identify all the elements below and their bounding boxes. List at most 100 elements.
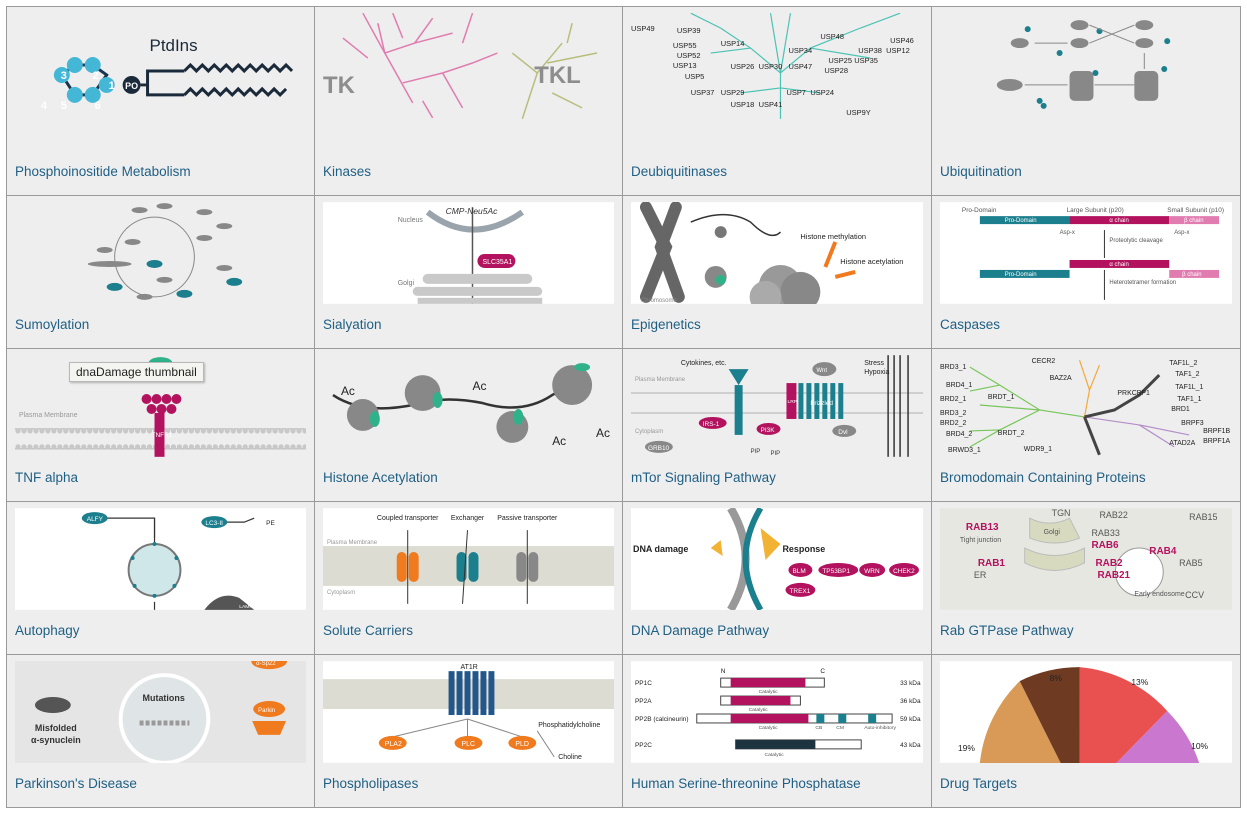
svg-text:Ac: Ac xyxy=(552,434,566,448)
card-sumoylation[interactable]: Sumoylation xyxy=(7,196,315,349)
card-label[interactable]: Epigenetics xyxy=(631,317,701,332)
svg-text:RAB5: RAB5 xyxy=(1179,558,1202,568)
thumbnail-phosphatase: PP1C PP2A PP2B (calcineurin) PP2C N C 33… xyxy=(631,661,923,763)
svg-text:TP53BP1: TP53BP1 xyxy=(822,568,850,575)
svg-text:USP14: USP14 xyxy=(721,39,745,48)
svg-text:USP7: USP7 xyxy=(786,88,806,97)
svg-text:Wnt: Wnt xyxy=(816,368,827,374)
svg-text:Cytoplasm: Cytoplasm xyxy=(327,590,355,596)
svg-text:PIP: PIP xyxy=(751,449,761,455)
card-label[interactable]: Deubiquitinases xyxy=(631,164,728,179)
pie-slice xyxy=(1116,711,1200,763)
card-tnf-alpha[interactable]: Plasma Membrane TNFR1 dnaDamage thumbnai… xyxy=(7,349,315,502)
card-label[interactable]: Autophagy xyxy=(15,623,80,638)
svg-text:USP52: USP52 xyxy=(677,51,701,60)
card-label[interactable]: Phosphoinositide Metabolism xyxy=(15,164,191,179)
svg-text:Histone methylation: Histone methylation xyxy=(800,232,866,241)
card-bromodomain[interactable]: BRD3_1 CECR2 BAZ2A TAF1L_2 TAF1_2 BRD4_1… xyxy=(932,349,1241,502)
svg-text:Cytoplasm: Cytoplasm xyxy=(635,429,663,435)
svg-text:LC3-II: LC3-II xyxy=(205,520,223,527)
card-label[interactable]: Human Serine-threonine Phosphatase xyxy=(631,776,861,791)
svg-text:BRPF1B: BRPF1B xyxy=(1203,428,1230,435)
card-label[interactable]: mTor Signaling Pathway xyxy=(631,470,776,485)
svg-text:PP1C: PP1C xyxy=(635,680,652,687)
svg-text:Proteolytic cleavage: Proteolytic cleavage xyxy=(1109,238,1163,244)
svg-text:USP41: USP41 xyxy=(759,100,783,109)
svg-text:Frizzled: Frizzled xyxy=(810,400,833,407)
svg-text:Small Subunit (p10): Small Subunit (p10) xyxy=(1167,207,1224,214)
card-dna-damage[interactable]: DNA damage Response BLM TP53BP1 WRN CHEK… xyxy=(623,502,932,655)
svg-text:TNFR1: TNFR1 xyxy=(152,432,173,439)
pie-slice xyxy=(1079,667,1168,763)
card-label[interactable]: Caspases xyxy=(940,317,1001,332)
card-label[interactable]: Kinases xyxy=(323,164,372,179)
card-drug-targets[interactable]: 8% 13% 19% 10% Drug Targets xyxy=(932,655,1241,808)
card-autophagy[interactable]: ALFY LC3-II PE LAMP Autophagy xyxy=(7,502,315,655)
card-label[interactable]: Rab GTPase Pathway xyxy=(940,623,1074,638)
svg-text:TAF1_2: TAF1_2 xyxy=(1175,371,1199,378)
svg-text:Auto-inhibitory: Auto-inhibitory xyxy=(864,725,896,731)
svg-text:PP2B (calcineurin): PP2B (calcineurin) xyxy=(635,716,689,723)
card-parkinsons[interactable]: Misfolded α-synuclein Mutations Parkin α… xyxy=(7,655,315,808)
svg-text:Golgi: Golgi xyxy=(398,280,415,287)
svg-text:BRPF1A: BRPF1A xyxy=(1203,438,1230,445)
svg-text:Coupled transporter: Coupled transporter xyxy=(377,515,439,522)
svg-text:PP2A: PP2A xyxy=(635,698,652,705)
thumbnail-histone-acetylation: Ac Ac Ac Ac xyxy=(323,355,614,457)
card-label[interactable]: TNF alpha xyxy=(15,470,79,485)
svg-text:Misfolded: Misfolded xyxy=(35,723,77,733)
card-serine-threonine-phosphatase[interactable]: PP1C PP2A PP2B (calcineurin) PP2C N C 33… xyxy=(623,655,932,808)
svg-text:C: C xyxy=(820,668,825,675)
svg-text:TKL: TKL xyxy=(534,62,580,89)
card-label[interactable]: Solute Carriers xyxy=(323,623,414,638)
svg-text:USP37: USP37 xyxy=(691,88,715,97)
card-deubiquitinases[interactable]: USP49 USP39 USP55 USP52 USP13 USP5 USP14… xyxy=(623,7,932,196)
card-phospholipases[interactable]: AT1R PLA2 PLC PLD Phosphatidylcholine Ch… xyxy=(315,655,623,808)
svg-text:USP24: USP24 xyxy=(810,88,834,97)
card-label[interactable]: Parkinson's Disease xyxy=(15,776,137,791)
card-mtor-signaling[interactable]: Cytokines, etc. Stress Hypoxia Plasma Me… xyxy=(623,349,932,502)
card-label[interactable]: Ubiquitination xyxy=(940,164,1022,179)
svg-text:USP46: USP46 xyxy=(890,36,914,45)
svg-text:TAF1L_1: TAF1L_1 xyxy=(1175,384,1203,391)
card-kinases[interactable]: TK TKL Kinases xyxy=(315,7,623,196)
card-caspases[interactable]: Pro-Domain Large Subunit (p20) Small Sub… xyxy=(932,196,1241,349)
svg-text:Ac: Ac xyxy=(596,426,610,440)
card-histone-acetylation[interactable]: Ac Ac Ac Ac Histone Acetylation xyxy=(315,349,623,502)
card-phosphoinositide-metabolism[interactable]: PtdIns 1 2 3 4 5 6 PO xyxy=(7,7,315,196)
svg-text:Plasma Membrane: Plasma Membrane xyxy=(635,377,686,383)
svg-text:RAB6: RAB6 xyxy=(1091,540,1119,551)
card-label[interactable]: Sialyation xyxy=(323,317,382,332)
svg-text:PLC: PLC xyxy=(462,741,476,748)
svg-text:TAF1_1: TAF1_1 xyxy=(1177,396,1201,403)
card-label[interactable]: Histone Acetylation xyxy=(323,470,438,485)
svg-text:5: 5 xyxy=(61,100,67,112)
svg-text:Phosphatidylcholine: Phosphatidylcholine xyxy=(538,722,600,729)
card-label[interactable]: Sumoylation xyxy=(15,317,90,332)
card-label[interactable]: Phospholipases xyxy=(323,776,419,791)
card-ubiquitination[interactable]: Ubiquitination xyxy=(932,7,1241,196)
card-solute-carriers[interactable]: Plasma Membrane Cytoplasm Coupled transp… xyxy=(315,502,623,655)
card-sialyation[interactable]: CMP-Neu5Ac Nucleus SLC35A1 Golgi Sialyat… xyxy=(315,196,623,349)
card-label[interactable]: Drug Targets xyxy=(940,776,1018,791)
card-epigenetics[interactable]: Histone methylation Histone acetylation … xyxy=(623,196,932,349)
svg-text:RAB33: RAB33 xyxy=(1091,528,1119,538)
svg-text:Ac: Ac xyxy=(472,379,486,393)
svg-text:Stress: Stress xyxy=(864,360,884,367)
svg-text:Dvl: Dvl xyxy=(838,429,847,436)
card-rab-gtpase[interactable]: TGN RAB22 RAB15 RAB33 Tight junction Gol… xyxy=(932,502,1241,655)
svg-text:TAF1L_2: TAF1L_2 xyxy=(1169,360,1197,367)
svg-text:TGN: TGN xyxy=(1052,508,1071,518)
svg-text:USP25: USP25 xyxy=(828,56,852,65)
svg-text:CB: CB xyxy=(815,725,823,731)
svg-text:BRD1: BRD1 xyxy=(1171,406,1190,413)
card-label[interactable]: DNA Damage Pathway xyxy=(631,623,770,638)
svg-text:2: 2 xyxy=(93,70,99,82)
svg-text:Asp-x: Asp-x xyxy=(1060,230,1075,236)
svg-text:PP2C: PP2C xyxy=(635,742,652,749)
svg-text:ER: ER xyxy=(974,570,987,580)
svg-text:BRD4_2: BRD4_2 xyxy=(946,431,972,438)
svg-text:Golgi: Golgi xyxy=(1044,529,1061,536)
svg-text:USP49: USP49 xyxy=(631,24,655,33)
card-label[interactable]: Bromodomain Containing Proteins xyxy=(940,470,1146,485)
